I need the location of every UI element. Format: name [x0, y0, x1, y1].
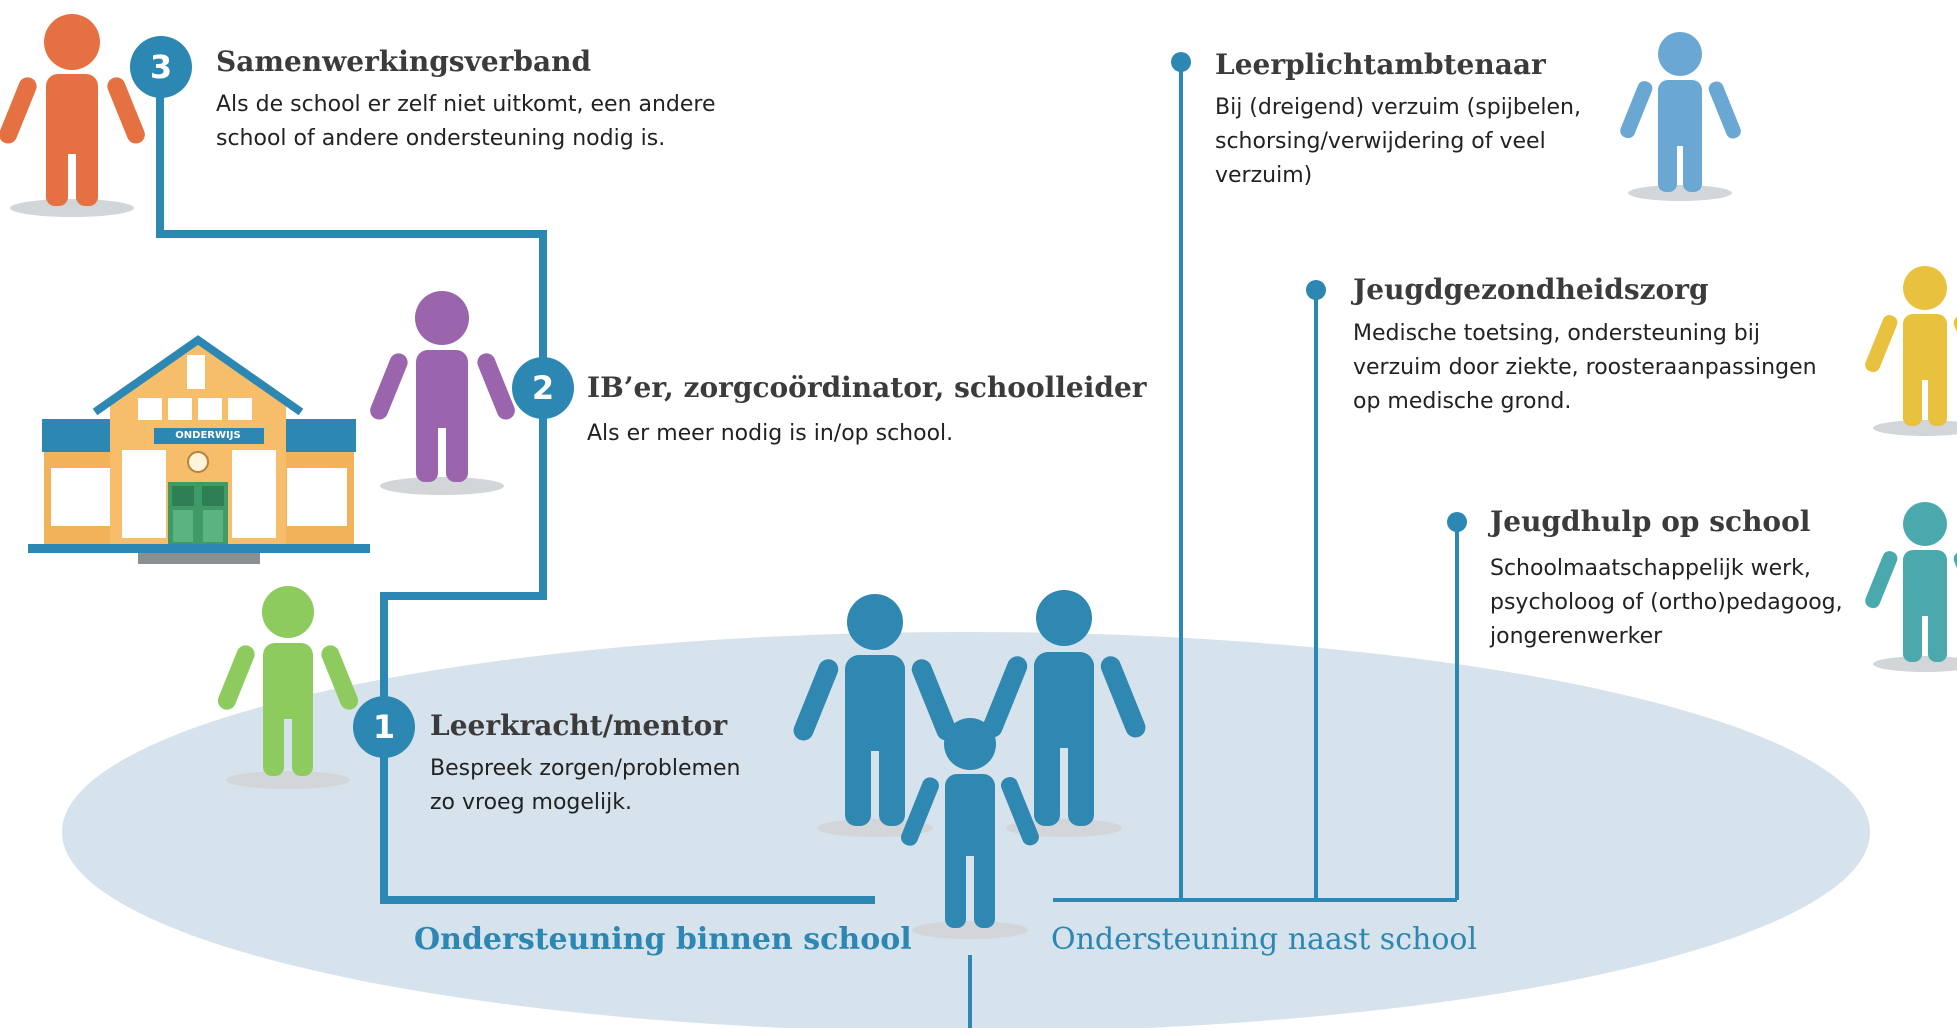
step-3-line-2: school of andere ondersteuning nodig is.	[216, 126, 666, 151]
leerplicht-line-3: verzuim)	[1215, 163, 1313, 188]
jeugdhulp-line-2: psycholoog of (ortho)pedagoog,	[1490, 590, 1843, 615]
jgz-line-3: op medische grond.	[1353, 389, 1572, 414]
step-1-title: Leerkracht/mentor	[430, 709, 728, 742]
jgz-line-2: verzuim door ziekte, roosteraanpassingen	[1353, 355, 1817, 380]
leerplicht-description: Bij (dreigend) verzuim (spijbelen, schor…	[1215, 91, 1581, 193]
person-purple-icon	[370, 291, 515, 482]
step-2-badge: 2	[512, 357, 574, 419]
step-1-description: Bespreek zorgen/problemen zo vroeg mogel…	[430, 752, 740, 820]
leerplicht-line-2: schorsing/verwijdering of veel	[1215, 129, 1546, 154]
jgz-description: Medische toetsing, ondersteuning bij ver…	[1353, 317, 1817, 419]
inside-school-label: Ondersteuning binnen school	[414, 922, 912, 957]
step-3-description: Als de school er zelf niet uitkomt, een …	[216, 88, 716, 156]
step-2-description: Als er meer nodig is in/op school.	[587, 417, 953, 451]
jeugdhulp-description: Schoolmaatschappelijk werk, psycholoog o…	[1490, 552, 1843, 654]
jeugdhulp-title: Jeugdhulp op school	[1490, 505, 1811, 538]
dot-jgz	[1306, 280, 1326, 300]
step-3-title: Samenwerkingsverband	[216, 45, 592, 78]
jgz-line-1: Medische toetsing, ondersteuning bij	[1353, 321, 1760, 346]
school-sign-label: ONDERWIJS	[175, 430, 241, 441]
student-icon	[901, 718, 1039, 928]
step-2-line-1: Als er meer nodig is in/op school.	[587, 421, 954, 446]
person-teal-icon	[1865, 502, 1957, 662]
person-yellow-icon	[1865, 266, 1957, 426]
jeugdhulp-line-1: Schoolmaatschappelijk werk,	[1490, 556, 1811, 581]
step-2-title: IB’er, zorgcoördinator, schoolleider	[587, 371, 1147, 404]
person-lightblue-icon	[1620, 32, 1741, 192]
person-orange-icon	[0, 14, 145, 206]
jgz-title: Jeugdgezondheidszorg	[1353, 273, 1709, 306]
school-building-icon	[28, 335, 370, 564]
step-1-line-1: Bespreek zorgen/problemen	[430, 756, 741, 781]
leerplicht-title: Leerplichtambtenaar	[1215, 48, 1546, 81]
step-3-badge: 3	[130, 36, 192, 98]
jeugdhulp-line-3: jongerenwerker	[1490, 624, 1663, 649]
leerplicht-line-1: Bij (dreigend) verzuim (spijbelen,	[1215, 95, 1581, 120]
parent-left-icon	[793, 594, 957, 826]
outside-school-label: Ondersteuning naast school	[1051, 922, 1478, 957]
step-1-line-2: zo vroeg mogelijk.	[430, 790, 632, 815]
person-green-icon	[217, 586, 359, 776]
escalation-path	[156, 75, 875, 904]
step-3-line-1: Als de school er zelf niet uitkomt, een …	[216, 92, 716, 117]
dot-jeugdhulp	[1447, 512, 1467, 532]
step-1-badge: 1	[353, 696, 415, 758]
dot-leerplicht	[1171, 52, 1191, 72]
parent-right-icon	[982, 590, 1146, 826]
external-branch-lines	[968, 62, 1459, 1028]
